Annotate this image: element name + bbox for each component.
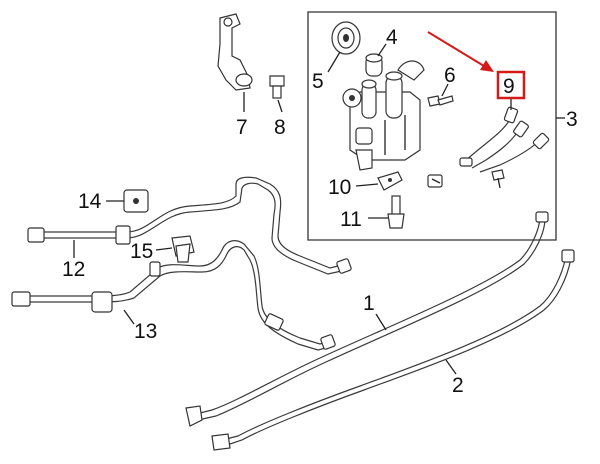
- callout-15: 15: [130, 240, 153, 263]
- valve-block[interactable]: [342, 60, 425, 171]
- highlight-arrow: [427, 31, 494, 72]
- callout-9: 9: [503, 75, 515, 98]
- leader-1: [375, 313, 387, 331]
- callout-8: 8: [274, 116, 286, 139]
- leader-2: [445, 359, 457, 375]
- part-2-line[interactable]: [211, 249, 575, 451]
- push-pin[interactable]: [491, 169, 505, 189]
- leader-15: [155, 247, 173, 251]
- part-9-harness[interactable]: [459, 106, 550, 173]
- connector-clip[interactable]: [427, 174, 443, 188]
- inset-box: [307, 11, 557, 241]
- leader-13: [123, 309, 135, 325]
- leader-8: [277, 99, 283, 113]
- callout-12: 12: [62, 258, 85, 281]
- part-1-line[interactable]: [185, 211, 549, 427]
- part-15-clip[interactable]: [171, 235, 195, 263]
- callout-10: 10: [328, 176, 351, 199]
- part-5-seal[interactable]: [331, 21, 361, 55]
- callout-7: 7: [236, 116, 248, 139]
- callout-1: 1: [363, 292, 375, 315]
- callout-11: 11: [340, 208, 362, 231]
- callout-3: 3: [566, 108, 578, 131]
- callout-2: 2: [452, 374, 464, 397]
- leader-10: [355, 183, 379, 187]
- leader-5: [327, 51, 341, 73]
- leader-4: [377, 43, 387, 57]
- part-11-stud[interactable]: [387, 195, 405, 229]
- part-13-hose[interactable]: [11, 240, 336, 351]
- callout-14: 14: [78, 190, 102, 213]
- callout-5: 5: [312, 70, 324, 93]
- highlight-box-9: [496, 70, 526, 100]
- part-10-bracket[interactable]: [377, 171, 403, 191]
- part-8-bolt[interactable]: [269, 75, 285, 99]
- part-7-mount-bracket[interactable]: [217, 13, 253, 91]
- leader-6: [441, 83, 449, 97]
- part-14-clip[interactable]: [123, 189, 149, 213]
- part-12-hose[interactable]: [27, 176, 352, 275]
- callout-13: 13: [134, 320, 157, 343]
- part-4-bushing[interactable]: [365, 53, 383, 77]
- part-6-bolt[interactable]: [427, 95, 454, 107]
- callout-6: 6: [444, 64, 456, 87]
- callout-4: 4: [386, 26, 398, 49]
